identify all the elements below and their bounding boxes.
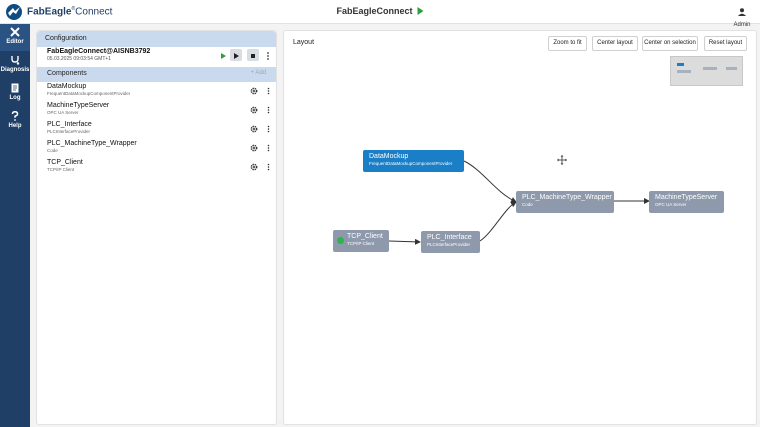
minimap-node (677, 63, 684, 66)
kebab-icon[interactable] (267, 87, 270, 95)
resume-button[interactable] (230, 49, 242, 61)
gear-icon[interactable] (250, 106, 258, 114)
user-label: Admin (733, 22, 751, 28)
node-tcp-client[interactable]: TCP_Client TCP/IP Client (333, 230, 389, 252)
connection-edges (388, 160, 650, 245)
connected-status-icon (337, 237, 344, 244)
nav-item-editor[interactable]: Editor (0, 24, 30, 51)
zoom-to-fit-button[interactable]: Zoom to fit (548, 36, 587, 51)
user-menu[interactable]: Admin (732, 3, 752, 28)
page-title: FabEagleConnect (336, 6, 424, 16)
play-icon (234, 53, 239, 59)
connection-row: FabEagleConnect@AISNB3792 05.03.2025 09:… (37, 47, 276, 67)
minimap-node (677, 70, 691, 73)
kebab-icon (267, 52, 269, 60)
component-item[interactable]: DataMockup FrequentDataMockupComponentPr… (37, 82, 276, 101)
document-icon (11, 83, 19, 93)
gear-icon[interactable] (250, 163, 258, 171)
add-component-button[interactable]: + Add (250, 70, 266, 76)
component-item[interactable]: PLC_Interface PLCInterfaceProvider (37, 120, 276, 139)
edge-tcp-plc (388, 238, 421, 245)
configuration-panel: Configuration FabEagleConnect@AISNB3792 … (36, 30, 277, 425)
component-item[interactable]: PLC_MachineType_Wrapper Code (37, 139, 276, 158)
component-item[interactable]: TCP_Client TCP/IP Client (37, 158, 276, 177)
nav-item-diagnosis[interactable]: Diagnosis (0, 52, 30, 79)
connection-more-button[interactable] (264, 49, 272, 61)
play-icon (221, 53, 226, 59)
nav-item-log[interactable]: Log (0, 80, 30, 107)
gear-icon[interactable] (250, 144, 258, 152)
stop-button[interactable] (247, 49, 259, 61)
edge-datamockup-wrapper (463, 160, 517, 203)
center-on-selection-button[interactable]: Center on selection (642, 36, 698, 51)
minimap-node (726, 67, 737, 70)
question-icon (11, 111, 19, 121)
running-status-icon (417, 7, 424, 15)
kebab-icon[interactable] (267, 106, 270, 114)
side-nav: Editor Diagnosis Log Help (0, 24, 30, 427)
center-layout-button[interactable]: Center layout (592, 36, 638, 51)
minimap-node (703, 67, 717, 70)
reset-layout-button[interactable]: Reset layout (704, 36, 747, 51)
layout-minimap[interactable] (670, 56, 743, 86)
app-header: FabEagle®Connect FabEagleConnect Admin (0, 0, 760, 28)
kebab-icon[interactable] (267, 144, 270, 152)
user-icon (738, 8, 746, 16)
gear-icon[interactable] (250, 125, 258, 133)
nav-item-help[interactable]: Help (0, 108, 30, 135)
node-plc-interface[interactable]: PLC_Interface PLCInterfaceProvider (421, 231, 480, 253)
tools-icon (10, 27, 20, 37)
node-plc-machinetype-wrapper[interactable]: PLC_MachineType_Wrapper Code (516, 191, 614, 213)
node-datamockup[interactable]: DataMockup FrequentDataMockupComponentPr… (363, 150, 464, 172)
configuration-header: Configuration (37, 31, 276, 47)
kebab-icon[interactable] (267, 163, 270, 171)
brand-name: FabEagle®Connect (27, 6, 113, 18)
layout-panel: Layout Zoom to fit Center layout Center … (283, 30, 757, 425)
edge-plc-wrapper (479, 201, 517, 242)
node-machinetypeserver[interactable]: MachineTypeServer OPC UA Server (649, 191, 724, 213)
gear-icon[interactable] (250, 87, 258, 95)
component-item[interactable]: MachineTypeServer OPC UA Server (37, 101, 276, 120)
components-header: Components + Add (37, 67, 276, 82)
stop-icon (251, 54, 255, 58)
layout-title: Layout (293, 39, 315, 46)
connection-name: FabEagleConnect@AISNB3792 (47, 48, 151, 55)
connection-timestamp: 05.03.2025 09:03:54 GMT+1 (47, 56, 112, 62)
move-cursor-icon (557, 155, 567, 165)
kebab-icon[interactable] (267, 125, 270, 133)
start-button[interactable] (217, 49, 229, 61)
fabeagle-logo-icon (6, 4, 22, 20)
stethoscope-icon (11, 56, 20, 65)
